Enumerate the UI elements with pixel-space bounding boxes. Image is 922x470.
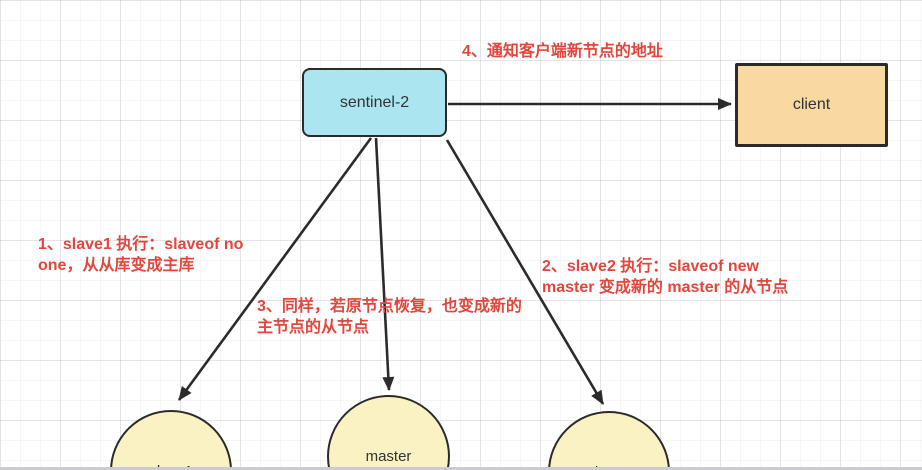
annotation-step1[interactable]: 1、slave1 执行：slaveof no one，从从库变成主库 [38, 234, 243, 276]
annotation-step3-line2: 主节点的从节点 [257, 319, 370, 336]
annotation-step4[interactable]: 4、通知客户端新节点的地址 [462, 41, 663, 62]
node-slave1-label: slave1 [149, 463, 192, 470]
annotation-step1-line2: one，从从库变成主库 [38, 257, 195, 274]
window-bottom-edge [0, 467, 922, 470]
annotation-step2-line1: 2、slave2 执行：slaveof new [542, 258, 759, 275]
edge-sentinel-to-slave1[interactable] [177, 137, 373, 401]
node-master-label: master [365, 448, 412, 465]
node-slave2-label: slave2 [587, 464, 630, 470]
node-client-label: client [792, 96, 831, 113]
edge-sentinel-to-master[interactable] [374, 137, 395, 391]
annotation-step1-line1: 1、slave1 执行：slaveof no [38, 236, 244, 253]
edge-sentinel-to-slave2[interactable] [445, 139, 605, 405]
node-sentinel-2[interactable]: sentinel-2 [302, 68, 447, 137]
annotation-step2-line2: master 变成新的 master 的从节点 [542, 279, 789, 296]
node-client[interactable]: client [735, 63, 888, 147]
annotation-step3[interactable]: 3、同样，若原节点恢复，也变成新的 主节点的从节点 [257, 296, 522, 338]
annotation-step4-line1: 4、通知客户端新节点的地址 [462, 43, 663, 60]
node-sentinel-2-label: sentinel-2 [339, 93, 410, 111]
annotation-step3-line1: 3、同样，若原节点恢复，也变成新的 [257, 298, 522, 315]
annotation-step2[interactable]: 2、slave2 执行：slaveof new master 变成新的 mast… [542, 256, 788, 298]
